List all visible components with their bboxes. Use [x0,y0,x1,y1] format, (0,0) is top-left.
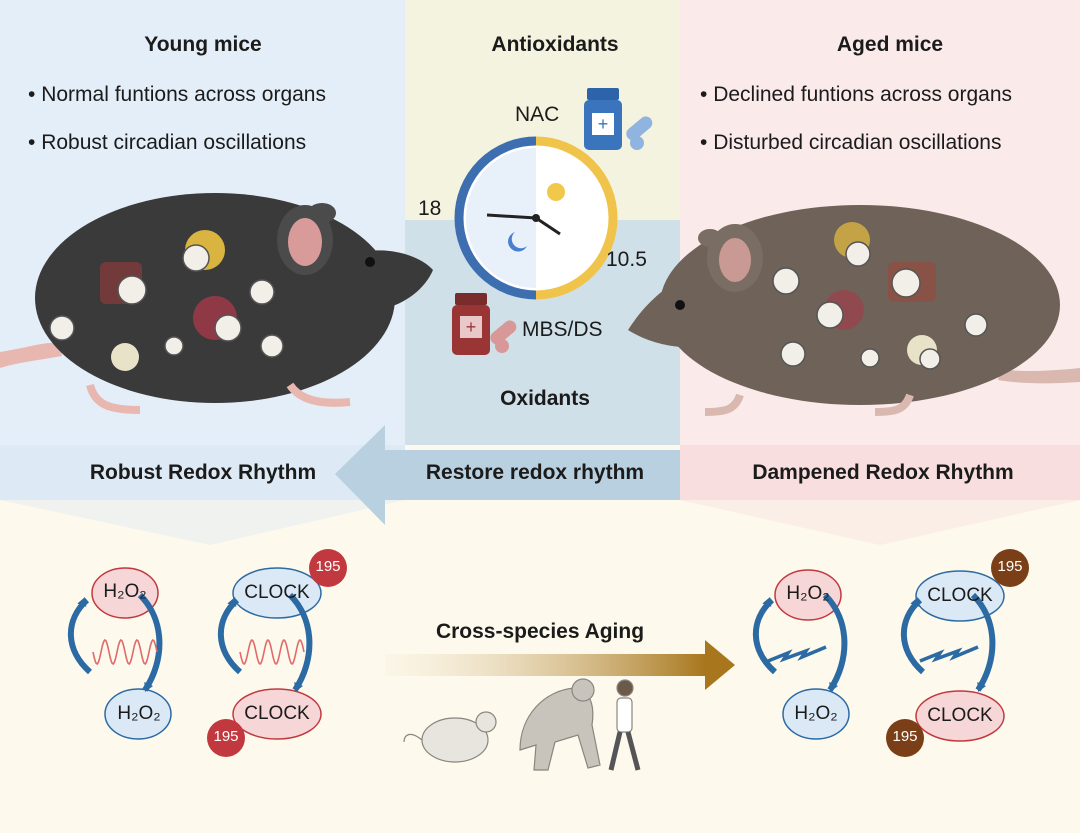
aged-title: Aged mice [836,33,944,56]
antioxidants-label: Antioxidants [491,33,619,56]
young-clock-arrowhead-up [227,597,237,607]
svg-text:+: + [466,317,477,337]
aged-site-top: 195 [997,558,1023,575]
aged-clock-arrowhead-down [977,682,987,692]
young-clock-arrowhead-down [294,682,304,692]
aged-h2o2-top: H₂O₂ [786,583,830,604]
oxidant-panel [405,220,680,445]
aged-site-top-badge [991,549,1029,587]
young-clock-top: CLOCK [244,582,310,603]
oxidant-bottle-icon: + [452,293,517,355]
aged-clock-arrow-down [970,592,996,692]
young-h2o2-arrowhead-down [144,682,154,692]
aged-clock-arrow-up [900,597,926,675]
young-clock-bottom-node [232,688,322,740]
young-h2o2-wave [92,639,158,665]
aged-site-bottom: 195 [892,728,918,745]
young-site-top-badge [309,549,347,587]
aged-clock-top: CLOCK [927,585,993,606]
young-clock-wave [239,639,305,665]
species-silhouettes [403,678,641,771]
young-title: Young mice [144,33,262,56]
young-h2o2-arrow-down [137,592,163,692]
aged-h2o2-top-node [774,569,842,621]
clock-left-label: 18 [418,197,442,220]
young-h2o2-bottom: H₂O₂ [117,703,161,724]
young-h2o2-arrow-up [67,597,93,675]
aged-bullet-2-text: Disturbed circadian oscillations [713,131,1002,154]
young-h2o2-bottom-node [104,688,172,740]
young-bullet-1-text: Normal funtions across organs [41,83,326,106]
young-site-bottom: 195 [213,728,239,745]
oxidants-label: Oxidants [500,387,590,410]
young-clock-bottom: CLOCK [244,703,310,724]
young-bullet-2-text: Robust circadian oscillations [41,131,307,154]
restore-arrow [335,425,680,525]
aged-site-bottom-badge [886,719,924,757]
aging-arrow-shaft [385,654,705,676]
young-bullet-2: • Robust circadian oscillations [28,131,307,154]
young-site-top: 195 [315,558,341,575]
young-clock-arrow-down [287,592,313,692]
young-site-bottom-badge [207,719,245,757]
antioxidant-bottle-icon: + [584,88,653,150]
cross-species-label: Cross-species Aging [435,620,645,643]
young-h2o2-top: H₂O₂ [103,581,147,602]
aged-mouse-illustration [628,205,1080,416]
circadian-clock-icon [454,136,618,300]
aged-h2o2-bottom-node [782,688,850,740]
young-mouse-illustration [0,193,433,414]
restore-label: Restore redox rhythm [425,461,645,484]
aged-h2o2-arrowhead-up [762,597,772,607]
aged-bullet-2: • Disturbed circadian oscillations [700,131,1002,154]
aged-h2o2-bottom: H₂O₂ [794,703,838,724]
human-head [616,679,634,697]
human-body [616,697,633,733]
aged-bullet-1: • Declined funtions across organs [700,83,1013,106]
young-clock-arrow-up [217,597,243,675]
young-bullet-1: • Normal funtions across organs [28,83,326,106]
aged-bullet-1-text: Declined funtions across organs [713,83,1013,106]
aged-clock-zigzag [919,645,979,663]
young-h2o2-top-node [91,567,159,619]
aged-clock-arrowhead-up [910,597,920,607]
mbs-ds-label: MBS/DS [522,318,603,341]
aging-arrow-head [705,640,735,690]
dampened-rhythm-label: Dampened Redox Rhythm [752,461,1014,484]
svg-text:+: + [598,114,609,134]
aged-h2o2-arrowhead-down [829,682,839,692]
young-h2o2-arrowhead-up [77,597,87,607]
aged-h2o2-arrow-down [822,592,848,692]
robust-rhythm-label: Robust Redox Rhythm [89,461,317,484]
nac-label: NAC [515,103,560,126]
aged-h2o2-arrow-up [752,597,778,675]
clock-right-label: 10.5 [606,248,647,271]
aged-clock-bottom-node [915,690,1005,742]
aged-h2o2-zigzag [767,645,827,663]
aged-clock-bottom: CLOCK [927,705,993,726]
